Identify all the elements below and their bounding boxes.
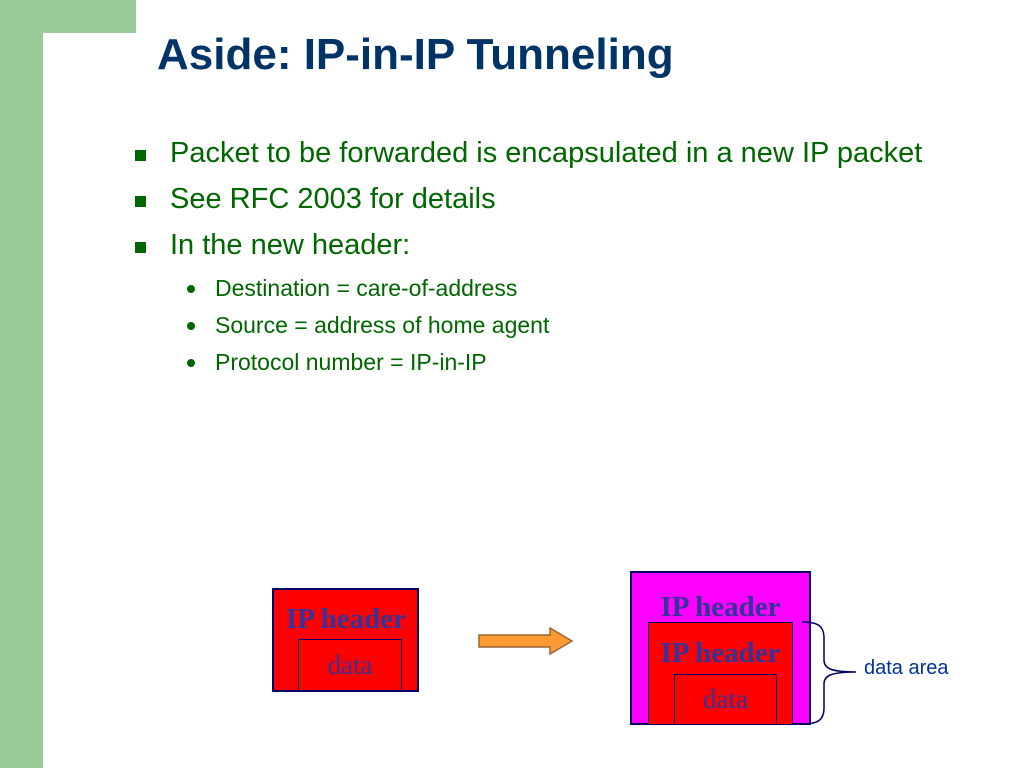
round-bullet-icon [187, 322, 195, 330]
bullet-list: Packet to be forwarded is encapsulated i… [132, 136, 962, 387]
sub-bullet-text: Protocol number = IP-in-IP [215, 349, 487, 375]
right-brace-icon [801, 621, 857, 725]
slide-title: Aside: IP-in-IP Tunneling [157, 30, 674, 79]
inner-header-label: IP header [660, 637, 781, 669]
original-data-box [298, 639, 402, 692]
data-area-label: data area [864, 657, 949, 679]
bullet-item: Packet to be forwarded is encapsulated i… [132, 136, 962, 170]
sub-bullet-text: Source = address of home agent [215, 312, 550, 338]
bullet-text: In the new header: [170, 229, 411, 261]
sub-bullet-list: Destination = care-of-address Source = a… [170, 270, 962, 381]
inner-data-label: data [703, 684, 748, 714]
bullet-text: See RFC 2003 for details [170, 183, 496, 215]
round-bullet-icon [187, 285, 195, 293]
decorative-band-left [0, 0, 43, 768]
decorative-band-top [43, 0, 136, 33]
round-bullet-icon [187, 359, 195, 367]
bullet-item: In the new header: Destination = care-of… [132, 228, 962, 381]
sub-bullet-text: Destination = care-of-address [215, 275, 518, 301]
sub-bullet-item: Protocol number = IP-in-IP [132, 344, 962, 381]
sub-bullet-item: Destination = care-of-address [132, 270, 962, 307]
outer-header-label: IP header [660, 591, 781, 623]
square-bullet-icon [135, 196, 146, 207]
square-bullet-icon [135, 150, 146, 161]
inner-data-box [674, 674, 777, 725]
bullet-item: See RFC 2003 for details [132, 182, 962, 216]
decorative-band-curve [43, 33, 136, 103]
bullet-text: Packet to be forwarded is encapsulated i… [170, 137, 923, 169]
square-bullet-icon [135, 242, 146, 253]
original-packet-box [272, 588, 419, 692]
right-arrow-icon [478, 627, 574, 655]
sub-bullet-item: Source = address of home agent [132, 307, 962, 344]
original-header-label: IP header [285, 603, 407, 635]
original-data-label: data [327, 650, 373, 680]
